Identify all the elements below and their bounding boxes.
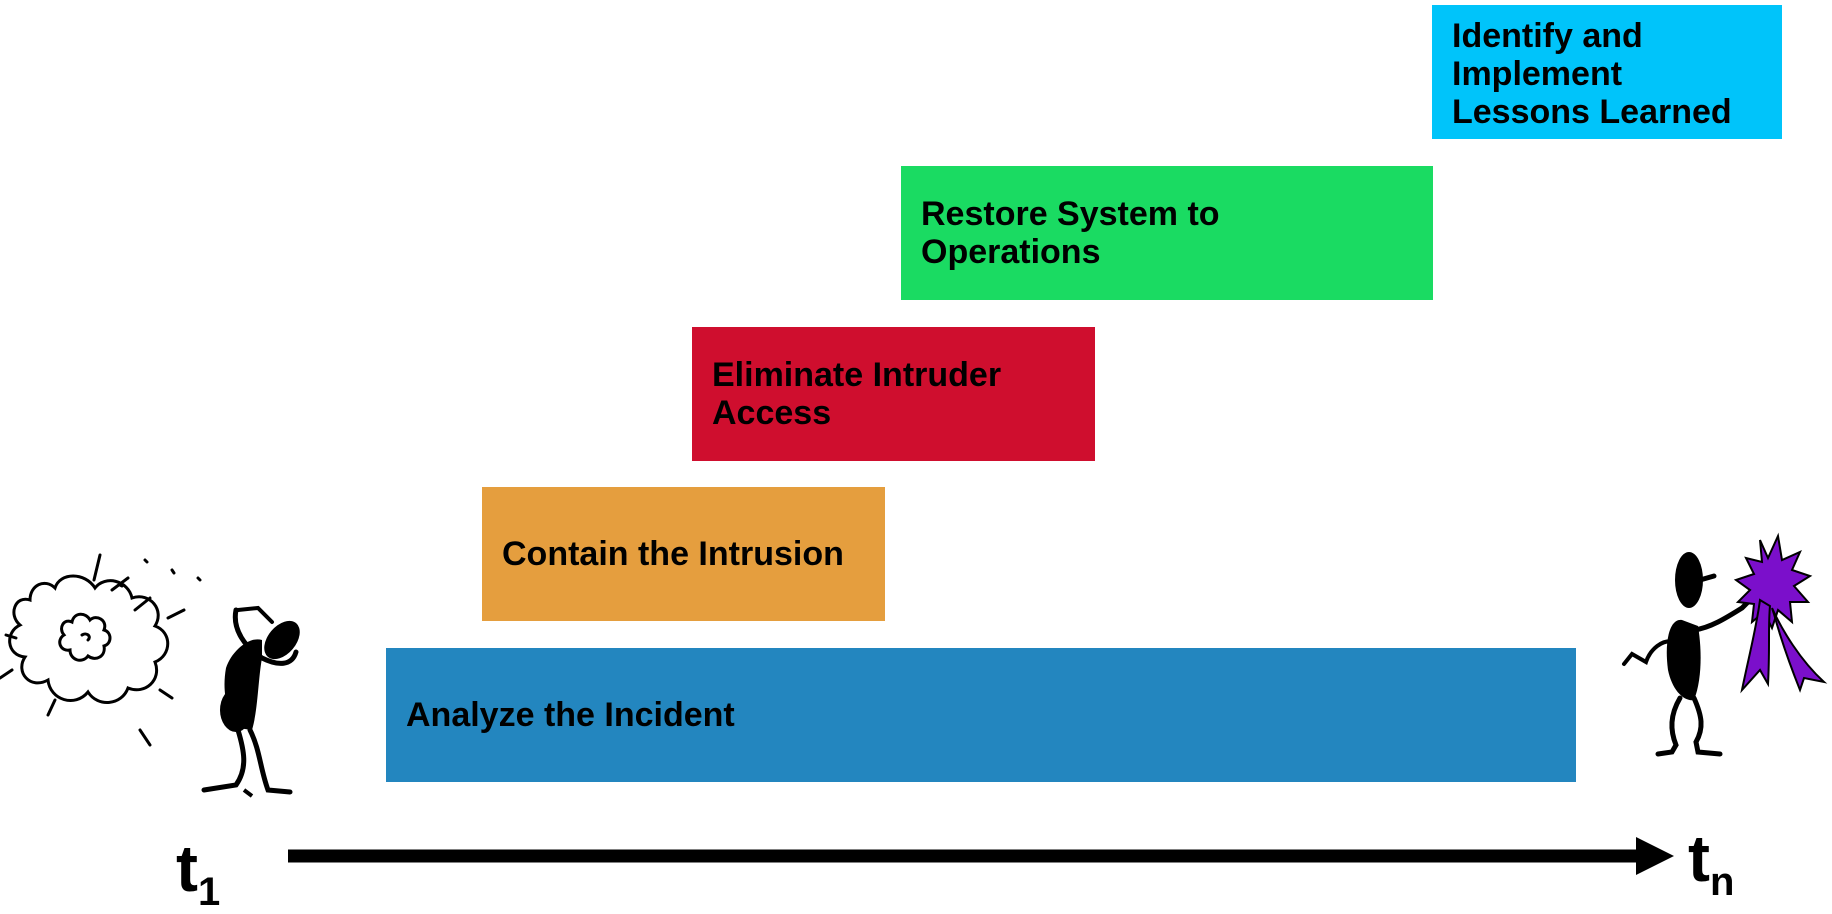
phase-lessons-learned: Identify and Implement Lessons Learned	[1432, 5, 1782, 139]
phase-label: Analyze the Incident	[406, 696, 735, 734]
phase-label: Identify and Implement Lessons Learned	[1452, 17, 1732, 131]
phase-label: Restore System to Operations	[921, 195, 1220, 271]
phase-restore-system: Restore System to Operations	[901, 166, 1433, 300]
purple-flag-icon	[1733, 532, 1828, 694]
phase-analyze-incident: Analyze the Incident	[386, 648, 1576, 782]
phase-eliminate-intruder-access: Eliminate Intruder Access	[692, 327, 1095, 461]
timeline-end-label: tn	[1688, 821, 1735, 904]
stressed-person-icon	[201, 605, 300, 798]
celebrating-person-flag-icon	[1622, 532, 1828, 757]
phase-contain-intrusion: Contain the Intrusion	[482, 487, 885, 621]
stressed-person-explosion-icon	[0, 553, 300, 798]
phase-label: Eliminate Intruder Access	[712, 356, 1002, 432]
celebrating-person-icon	[1622, 552, 1761, 757]
explosion-cloud-icon	[0, 553, 202, 747]
phase-label: Contain the Intrusion	[502, 535, 844, 573]
timeline-start-label: t1	[176, 831, 221, 914]
